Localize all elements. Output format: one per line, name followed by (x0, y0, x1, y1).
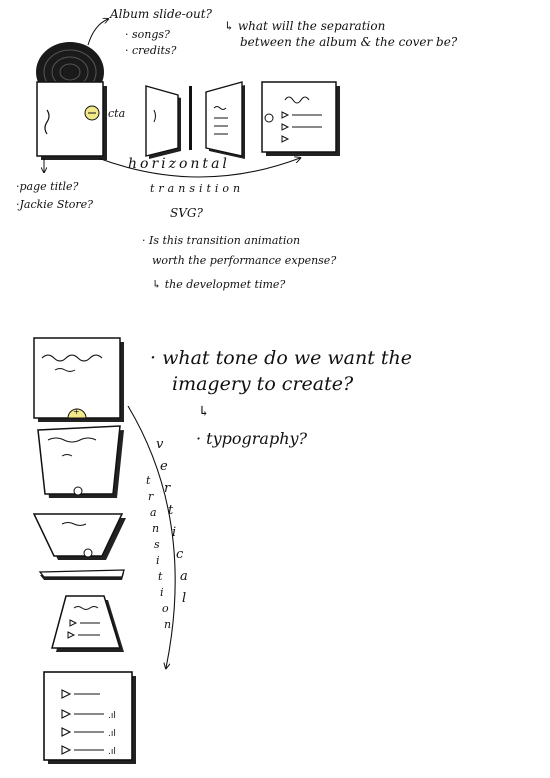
vertical-frame-final: .ıl .ıl .ıl (43, 671, 136, 764)
transition-letter: n (152, 522, 159, 535)
vertical-letter: l (182, 591, 186, 606)
album-arrow (87, 19, 108, 46)
svg-text:+: + (73, 407, 80, 416)
transition-letter: r (148, 490, 154, 503)
transition-letter: a (150, 506, 157, 519)
transition-letter: n (164, 618, 171, 631)
album-question: Album slide-out? (109, 7, 213, 21)
svg-text:.ıl: .ıl (108, 729, 116, 739)
vertical-frame-5 (51, 595, 124, 652)
tone-question-line-2: imagery to create? (172, 373, 354, 395)
separation-question-1: ↳ what will the separation (224, 19, 385, 33)
transition-frame-final (261, 81, 340, 156)
vertical-frame-1: + (33, 337, 124, 422)
transition-letter: s (154, 538, 160, 551)
separation-question-2: between the album & the cover be? (240, 35, 458, 49)
transition-letter: i (156, 554, 160, 567)
store-note: ·Jackie Store? (16, 198, 93, 211)
vertical-letter: c (176, 547, 184, 562)
performance-line-2: worth the performance expense? (152, 254, 336, 267)
page-title-note: ·page title? (16, 180, 79, 193)
transition-frame-3 (205, 81, 245, 159)
transition-vertical-word: t r a n s i t i o n (146, 474, 171, 631)
transition-letter: i (160, 586, 164, 599)
performance-line-1: · Is this transition animation (142, 234, 300, 247)
vertical-frame-4 (38, 569, 125, 580)
vertical-letter: e (160, 459, 168, 474)
vertical-word: v e r t i c a l (156, 437, 188, 606)
svg-text:.ıl: .ıl (108, 711, 116, 721)
album-sub-credits: · credits? (125, 44, 177, 57)
horizontal-word: horizontal (128, 156, 230, 172)
transition-letter: o (162, 602, 169, 615)
transition-letter: t (158, 570, 163, 583)
vertical-frame-3 (32, 513, 126, 560)
dev-time-note: ↳ the developmet time? (152, 278, 285, 291)
tone-question-line-1: · what tone do we want the (150, 347, 412, 369)
album-cover-front (36, 81, 107, 160)
vertical-letter: r (164, 481, 171, 496)
album-sub-songs: · songs? (125, 28, 170, 41)
cta-label: cta (108, 107, 125, 120)
tone-followup-arrow: ↳ (198, 404, 210, 420)
transition-letter: t (146, 474, 151, 487)
transition-frame-2 (189, 86, 192, 150)
transition-word: transition (150, 182, 244, 195)
vertical-letter: a (180, 569, 188, 584)
vertical-letter: v (156, 437, 164, 452)
typography-note: · typography? (196, 429, 308, 448)
vertical-frame-2 (37, 425, 124, 498)
svg-note: SVG? (170, 206, 203, 220)
vertical-transition-arrow (127, 405, 176, 668)
svg-text:.ıl: .ıl (108, 747, 116, 757)
vertical-letter: t (168, 503, 174, 518)
transition-frame-1 (145, 85, 181, 159)
vertical-letter: i (172, 525, 176, 540)
horizontal-transition-arrow (97, 158, 300, 178)
